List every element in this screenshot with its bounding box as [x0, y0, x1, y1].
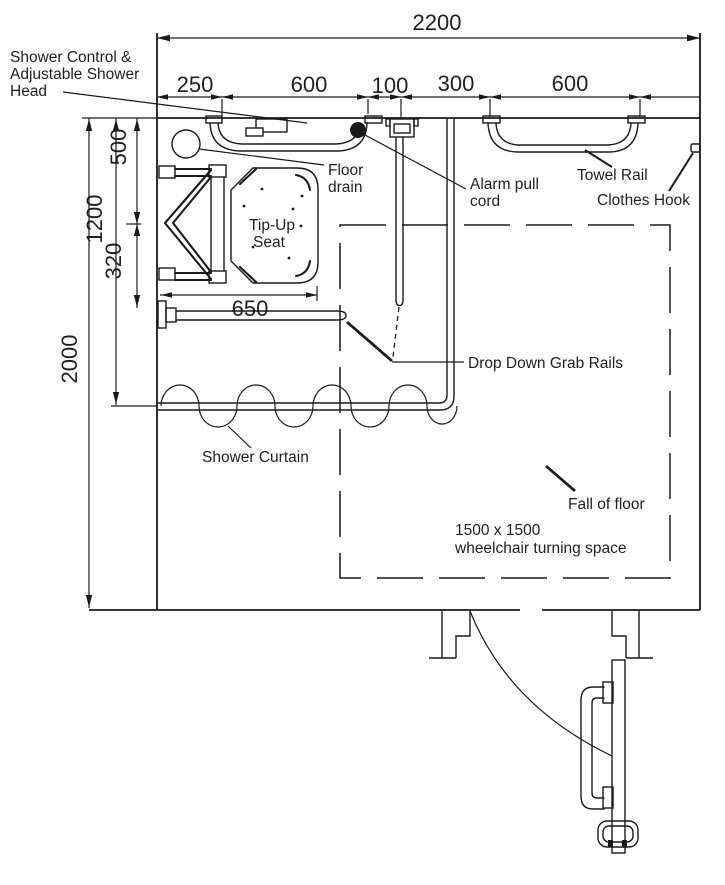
dim-seg-600a: 600	[291, 72, 328, 97]
tip-up-seat-text-1: Tip-Up	[249, 217, 295, 234]
tip-up-seat: Tip-Up Seat	[158, 164, 319, 284]
turning-space-boundary	[339, 224, 671, 579]
alarm-pull-cord	[350, 122, 366, 138]
label-floor-drain: Floor drain	[198, 148, 363, 196]
drop-down-rail-vertical	[385, 118, 419, 307]
dim-top-chain: 250 600 100 300 600	[157, 71, 700, 118]
towel-rail: Towel Rail	[482, 115, 648, 184]
door-assembly	[429, 610, 653, 854]
dim-seat-to-rail-label: 320	[101, 243, 126, 280]
dim-room-width: 2200	[157, 10, 700, 42]
wall-outline	[89, 33, 701, 611]
dim-room-depth-label: 2000	[57, 335, 82, 384]
dim-seg-300: 300	[438, 71, 475, 96]
label-fall-of-floor: Fall of floor	[545, 464, 645, 513]
dim-left-chain: 2000 1200 500 320	[57, 117, 158, 608]
label-shower-curtain: Shower Curtain	[202, 425, 309, 466]
dim-seg-100: 100	[372, 73, 409, 98]
shower-control-unit	[245, 118, 288, 137]
dim-rail-length: 650	[160, 286, 318, 321]
label-shower-control: Shower Control & Adjustable Shower Head	[10, 49, 308, 124]
floor-drain-text-1: Floor	[328, 162, 363, 179]
curtain-track	[156, 117, 455, 411]
door-pull-handle	[580, 681, 614, 810]
shower-control-text-1: Shower Control &	[10, 49, 132, 66]
shower-curtain-wave	[160, 384, 458, 428]
floor-drain-text-2: drain	[328, 179, 362, 196]
door-swing-arc	[469, 610, 613, 757]
dim-recess-depth-label: 1200	[82, 195, 107, 244]
turning-space-text-1: 1500 x 1500	[455, 522, 541, 539]
turning-space: 1500 x 1500 wheelchair turning space	[339, 224, 671, 579]
shower-curtain-text: Shower Curtain	[202, 449, 309, 466]
shower-control-text-3: Head	[10, 83, 47, 100]
dim-seat-offset-label: 500	[106, 129, 131, 166]
arrowhead-right	[687, 34, 700, 42]
door-jamb-left	[455, 611, 471, 658]
alarm-text-1: Alarm pull	[470, 176, 539, 193]
seat-plate	[230, 167, 319, 284]
door-jamb-right	[611, 611, 627, 658]
turning-space-text-2: wheelchair turning space	[454, 540, 626, 557]
fall-of-floor-text: Fall of floor	[568, 496, 645, 513]
drop-down-grab-rails-text: Drop Down Grab Rails	[468, 355, 623, 372]
clothes-hook-text: Clothes Hook	[597, 192, 690, 209]
shower-control-text-2: Adjustable Shower	[10, 66, 139, 83]
tip-up-seat-text-2: Seat	[253, 234, 286, 251]
alarm-text-2: cord	[470, 193, 500, 210]
towel-rail-text: Towel Rail	[577, 167, 648, 184]
dim-seg-250: 250	[177, 72, 214, 97]
floor-drain	[171, 129, 201, 159]
door-leaf	[611, 659, 626, 854]
dim-room-width-label: 2200	[413, 10, 462, 35]
dim-rail-length-label: 650	[232, 296, 269, 321]
clothes-hook: Clothes Hook	[597, 143, 701, 209]
label-alarm-pull-cord: Alarm pull cord	[364, 134, 539, 210]
label-drop-down-grab-rails: Drop Down Grab Rails	[346, 306, 623, 372]
dim-seg-600b: 600	[552, 71, 589, 96]
arrowhead-left	[157, 34, 170, 42]
door-latch	[597, 820, 639, 848]
